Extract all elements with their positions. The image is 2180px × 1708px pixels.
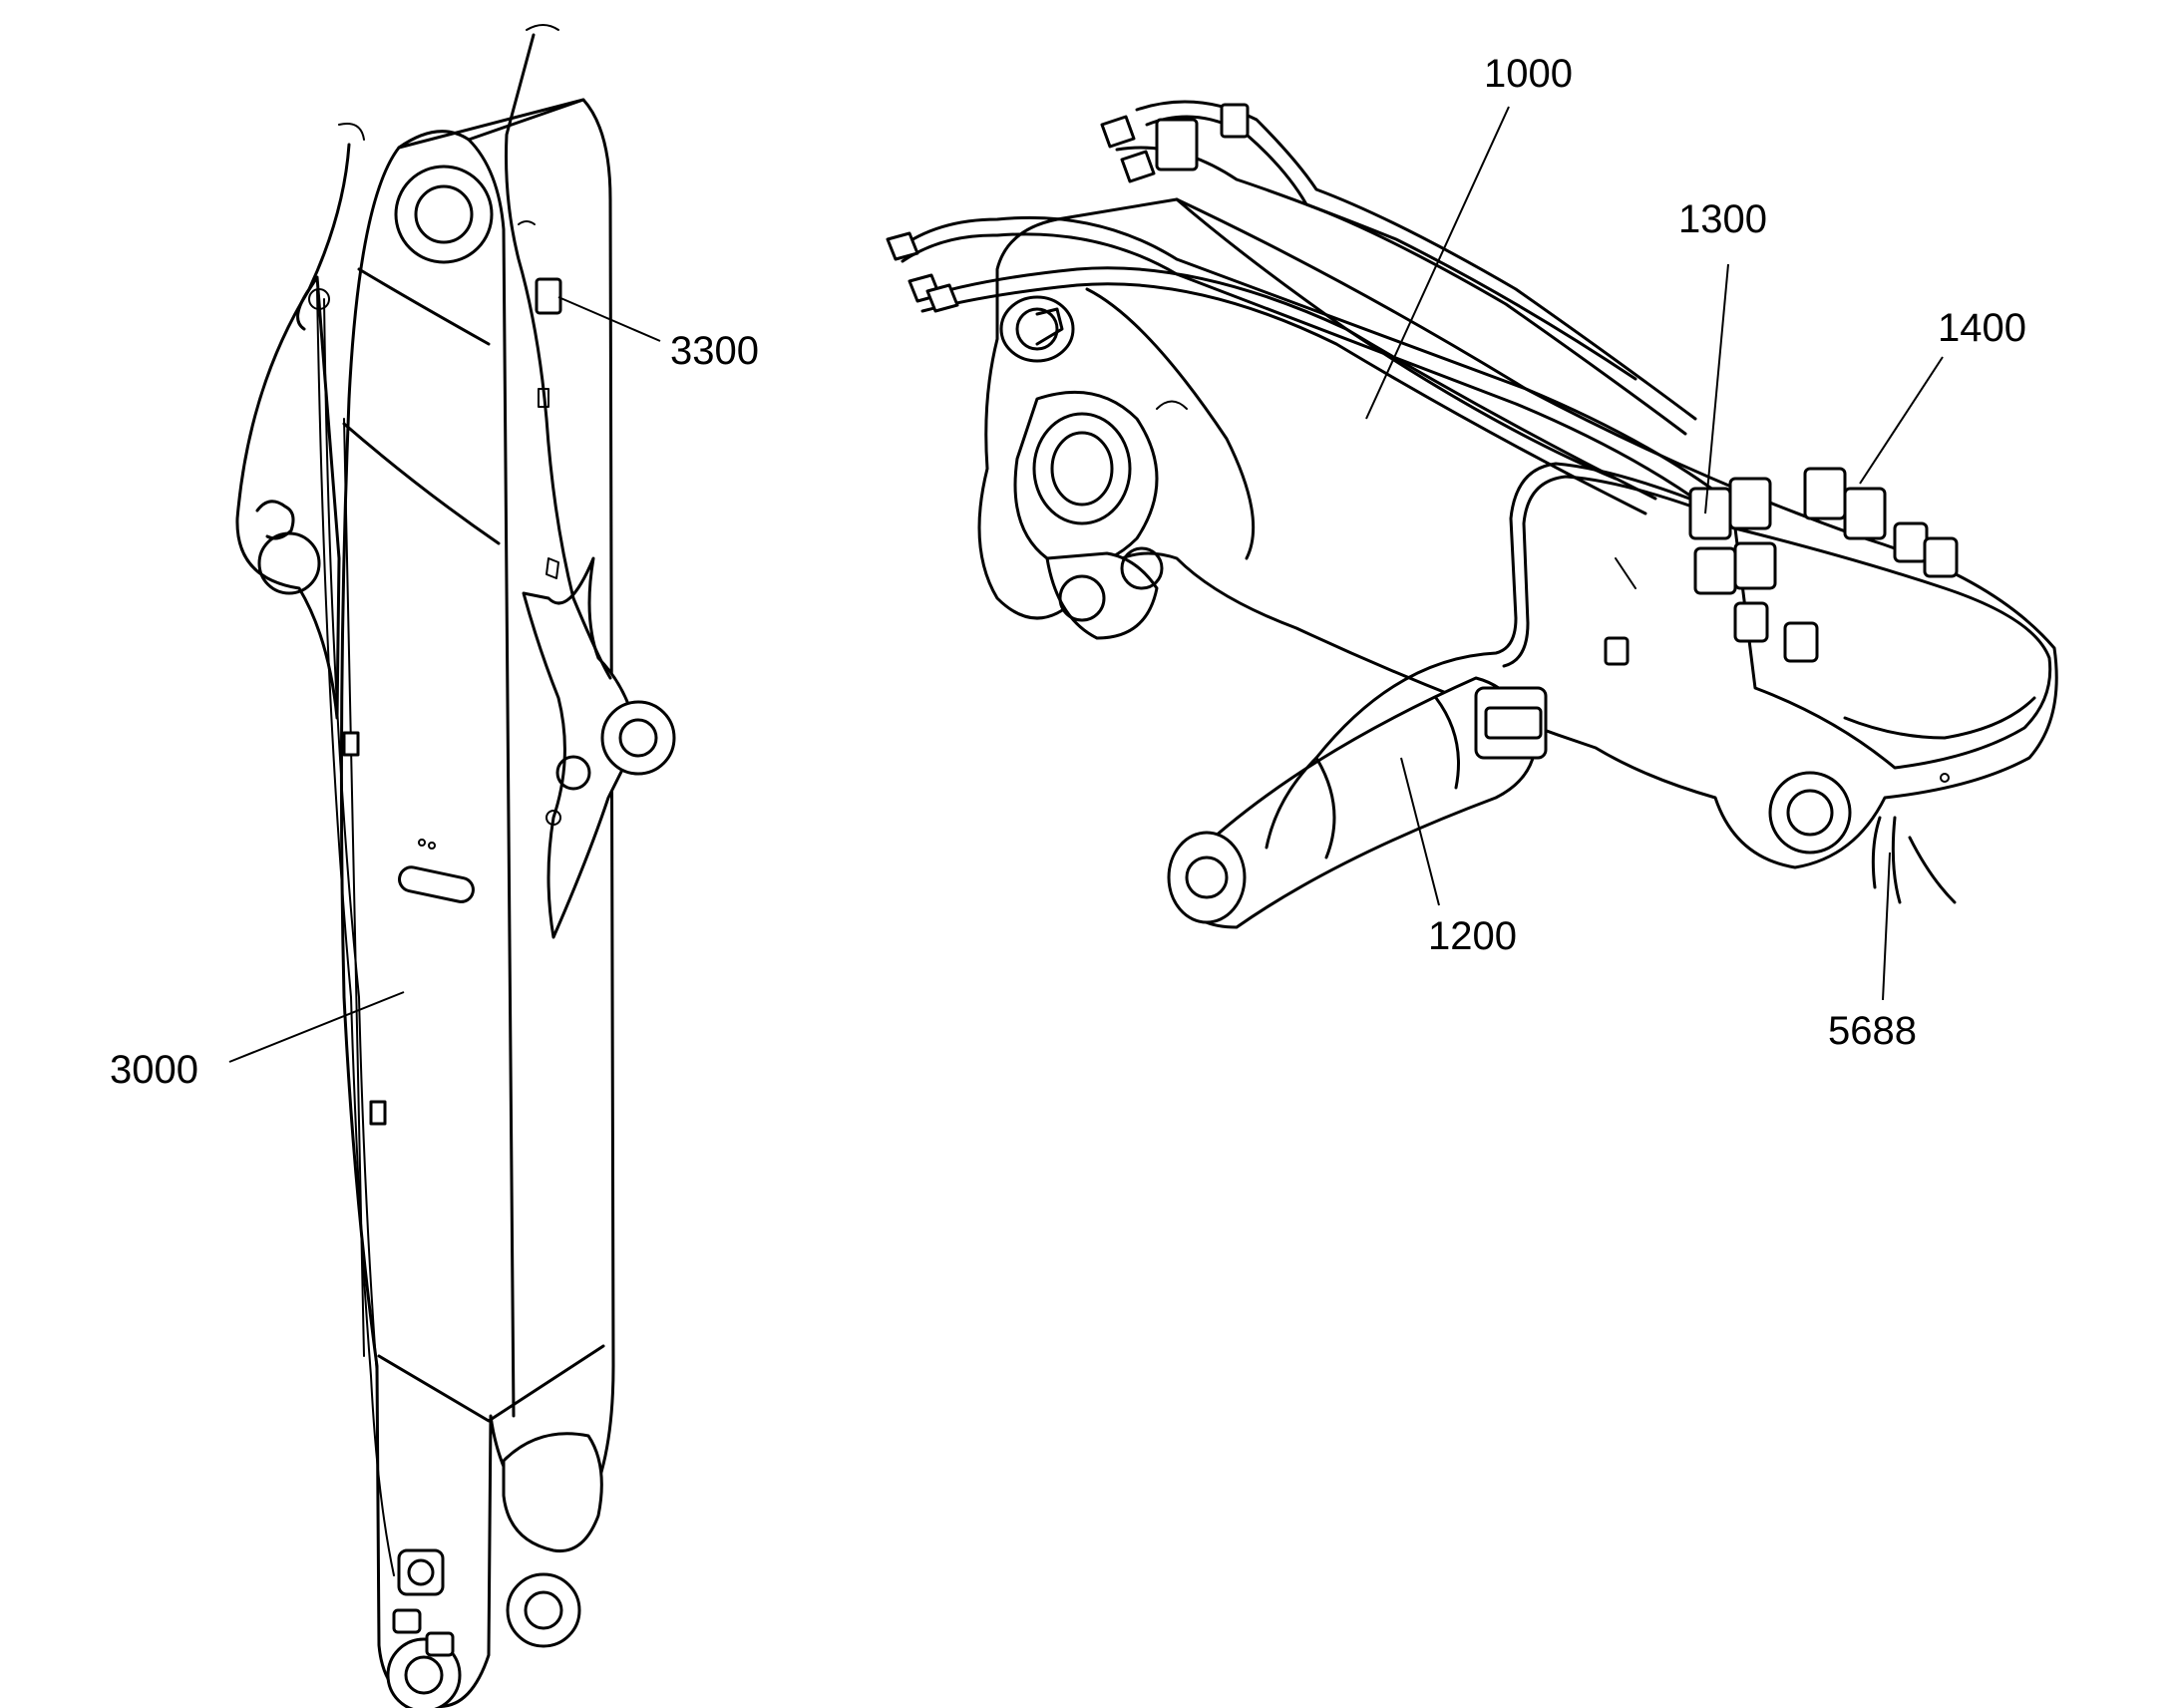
leader-1200 <box>1400 757 1440 906</box>
valve-block-fittings <box>1688 467 1959 663</box>
leader-1400 <box>1859 356 1944 485</box>
callout-1200: 1200 <box>1428 914 1517 958</box>
arm-assembly <box>235 24 676 1708</box>
callout-3300: 3300 <box>670 329 759 373</box>
boom-assembly <box>886 100 2058 929</box>
callout-5688: 5688 <box>1828 1009 1917 1053</box>
callout-1400: 1400 <box>1938 306 2026 350</box>
callout-3000: 3000 <box>110 1048 198 1092</box>
leader-5688 <box>1882 852 1891 1001</box>
leader-lines <box>228 106 1944 1063</box>
leader-3000 <box>228 991 405 1063</box>
callout-1000: 1000 <box>1484 52 1573 96</box>
leader-1000 <box>1365 106 1510 420</box>
leader-3300 <box>557 296 661 342</box>
callout-1300: 1300 <box>1678 197 1767 241</box>
callout-labels: 3300 3000 1000 1300 1400 1200 5688 <box>110 52 2026 1092</box>
leader-1300 <box>1704 263 1729 514</box>
